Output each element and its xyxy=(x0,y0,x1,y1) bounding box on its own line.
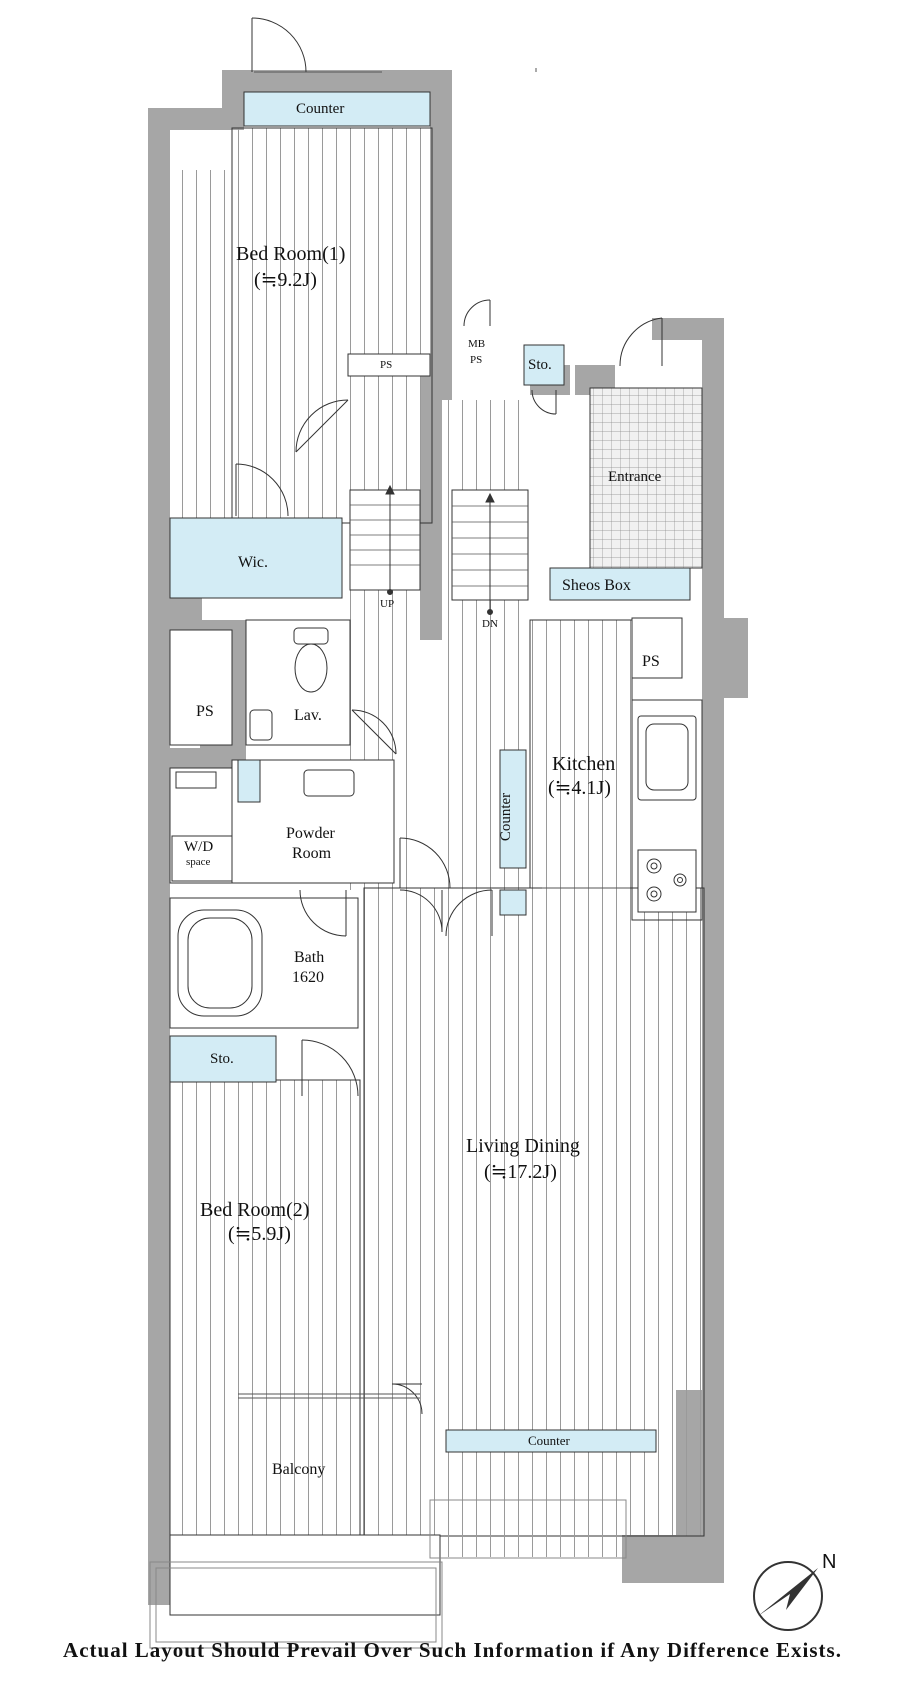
label-bath: Bath xyxy=(294,949,325,966)
door-swings xyxy=(235,17,663,1415)
label-bedroom1-name: Bed Room(1) xyxy=(236,243,346,265)
label-bedroom2-size: (≒5.9J) xyxy=(228,1223,291,1245)
label-kitchen-size: (≒4.1J) xyxy=(548,777,611,799)
label-ps-right: PS xyxy=(642,653,660,670)
label-dn: DN xyxy=(482,618,498,630)
label-sto-top: Sto. xyxy=(528,357,552,373)
label-counter-kitchen: Counter xyxy=(498,792,515,842)
label-kitchen-name: Kitchen xyxy=(552,753,616,775)
label-powder-room: Room xyxy=(292,845,332,862)
label-lav: Lav. xyxy=(294,707,322,724)
label-sto-bed2: Sto. xyxy=(210,1051,234,1067)
label-up: UP xyxy=(380,598,395,610)
label-mb: MB xyxy=(468,338,486,350)
label-entrance: Entrance xyxy=(608,469,662,485)
compass-north-label: N xyxy=(822,1551,837,1573)
label-counter-top: Counter xyxy=(296,101,345,117)
storage-areas xyxy=(169,91,691,1453)
label-ps-top: PS xyxy=(380,359,393,371)
stair-arrows xyxy=(385,484,495,615)
label-mb-ps: PS xyxy=(470,354,483,366)
label-living-size: (≒17.2J) xyxy=(484,1161,557,1183)
label-counter-living: Counter xyxy=(528,1433,570,1448)
label-living-name: Living Dining xyxy=(466,1135,580,1157)
label-shoes-box: Sheos Box xyxy=(562,577,631,594)
label-ps-left: PS xyxy=(196,703,214,720)
floors xyxy=(169,127,705,1557)
label-powder: Powder xyxy=(286,825,335,842)
label-bedroom1-size: (≒9.2J) xyxy=(254,269,317,291)
label-wd: W/D xyxy=(184,839,214,855)
label-bath-size: 1620 xyxy=(292,969,324,986)
compass xyxy=(753,1561,823,1631)
label-wic: Wic. xyxy=(238,554,269,571)
balcony-railing xyxy=(149,68,630,1649)
label-balcony: Balcony xyxy=(272,1461,326,1478)
label-bedroom2-name: Bed Room(2) xyxy=(200,1199,310,1221)
label-wd-space: space xyxy=(186,856,211,868)
closets xyxy=(347,353,683,679)
compass-arrow-icon xyxy=(758,1568,818,1616)
fixtures xyxy=(171,627,703,1017)
disclaimer-notice: Actual Layout Should Prevail Over Such I… xyxy=(63,1638,842,1662)
